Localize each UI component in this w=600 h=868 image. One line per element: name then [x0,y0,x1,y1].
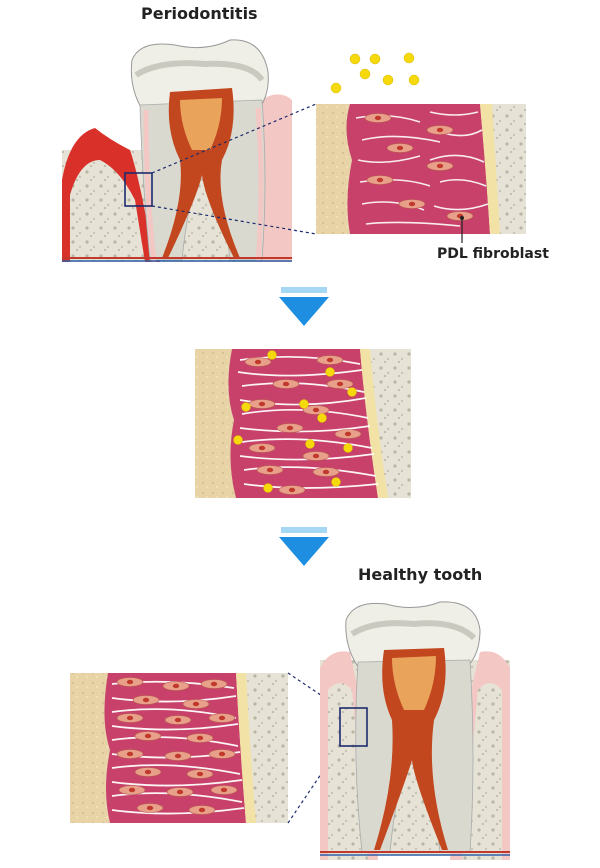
zoom-panel-healthy [70,673,288,823]
zoom-box-bottom [339,707,368,747]
down-arrow-icon [279,287,329,326]
tooth-pulp [162,88,240,258]
zoom-panel-treatment [195,349,411,498]
down-arrow-icon [279,527,329,566]
zoom-box-top [124,172,153,207]
healthy-tooth [320,601,510,860]
zoom-panel-periodontitis [316,104,526,234]
yellow-dots-middle [233,350,357,493]
periodontitis-title: Periodontitis [141,4,258,23]
yellow-dots-top [330,52,420,94]
pdl-fibroblast-label: PDL fibroblast [437,246,549,262]
periodontitis-tooth [62,39,292,263]
healthy-tooth-title: Healthy tooth [358,565,483,584]
tooth-pulp [374,648,448,850]
